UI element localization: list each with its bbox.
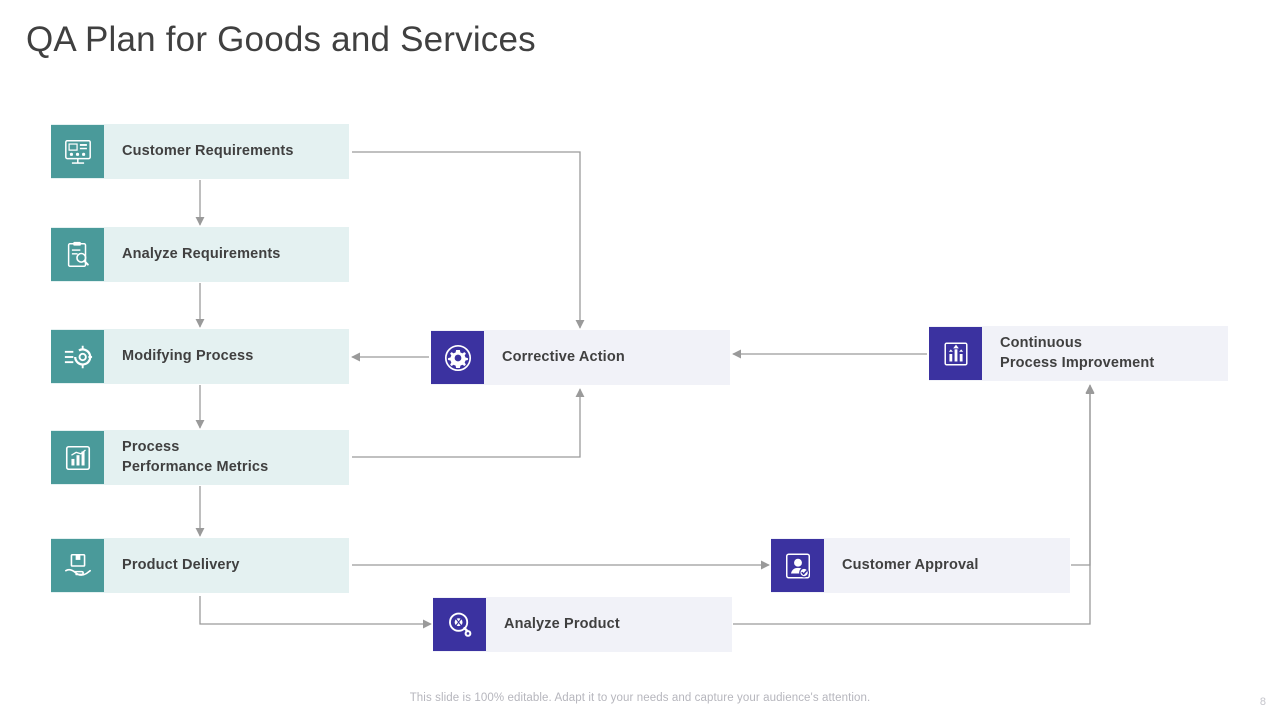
node-product-delivery[interactable]: Product Delivery [51, 538, 349, 593]
node-analyze-requirements[interactable]: Analyze Requirements [51, 227, 349, 282]
connector-customer-approval-to-continuous-process-improvement [1071, 384, 1095, 566]
hand-package-icon [51, 539, 104, 592]
clipboard-magnifier-icon [51, 228, 104, 281]
magnifier-gear-icon [433, 598, 486, 651]
node-customer-approval[interactable]: Customer Approval [771, 538, 1070, 593]
node-modifying-process[interactable]: Modifying Process [51, 329, 349, 384]
node-label: Analyze Requirements [122, 245, 281, 262]
bar-chart-arrow-icon [929, 327, 982, 380]
connector-product-delivery-to-analyze-product [199, 596, 432, 629]
node-label: Process Performance Metrics [122, 438, 269, 475]
node-label: Customer Requirements [122, 142, 294, 159]
node-label: Modifying Process [122, 347, 254, 364]
node-continuous-process-improvement[interactable]: Continuous Process Improvement [929, 326, 1228, 381]
slide-number: 8 [1259, 696, 1266, 708]
node-label: Corrective Action [502, 348, 625, 365]
node-label: Analyze Product [504, 615, 620, 632]
node-analyze-product[interactable]: Analyze Product [433, 597, 732, 652]
node-label: Continuous Process Improvement [1000, 334, 1155, 371]
user-check-icon [771, 539, 824, 592]
node-customer-requirements[interactable]: Customer Requirements [51, 124, 349, 179]
node-corrective-action[interactable]: Corrective Action [431, 330, 730, 385]
gear-circle-icon [431, 331, 484, 384]
bar-chart-growth-icon [51, 431, 104, 484]
node-label: Product Delivery [122, 556, 240, 573]
gear-settings-icon [51, 330, 104, 383]
connector-customer-requirements-to-corrective-action [352, 151, 585, 329]
presentation-board-icon [51, 125, 104, 178]
page-title: QA Plan for Goods and Services [26, 20, 536, 59]
node-process-performance-metrics[interactable]: Process Performance Metrics [51, 430, 349, 485]
connector-process-performance-metrics-to-corrective-action [352, 388, 585, 458]
footer-note: This slide is 100% editable. Adapt it to… [409, 692, 871, 704]
node-label: Customer Approval [842, 556, 979, 573]
